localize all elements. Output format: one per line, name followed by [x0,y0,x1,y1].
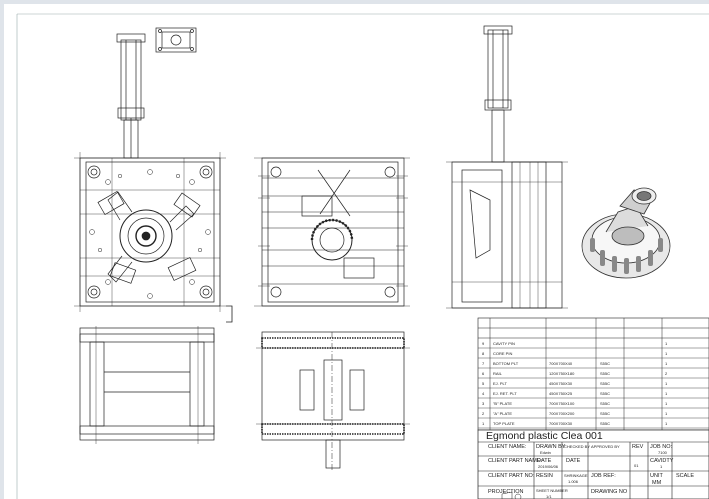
bom-cell-no: 8 [482,351,485,356]
bom-cell-no: 4 [482,391,485,396]
job-no-label: JOB NO: [650,444,672,450]
job-no-value: 7100 [658,450,668,455]
client-part-name-label: CLIENT PART NAME: [488,458,542,464]
drawn-by-label: DRAWN BY [536,444,566,450]
bom-cell-material: S55C [600,361,610,366]
projection-label: PROJECTION [488,489,523,495]
bom-cell-size: 700X700X30 [549,421,573,426]
sheet-number-value: 1/1 [546,494,552,499]
sheet-number-label: SHEET NUMBER [536,488,568,493]
bom-cell-material: S55C [600,391,610,396]
drawn-by-value: Edwin [540,450,551,455]
bom-cell-name: TOP PLATE [493,421,515,426]
bom-cell-qty: 1 [665,351,668,356]
bom-cell-no: 5 [482,381,485,386]
bom-cell-name: EJ. PLT [493,381,507,386]
bom-cell-no: 6 [482,371,485,376]
date-label-1: DATE [537,458,552,464]
bom-cell-qty: 1 [665,341,668,346]
bom-cell-name: "A" PLATE [493,411,512,416]
bom-cell-material: S55C [600,381,610,386]
bom-cell-name: RAIL [493,371,503,376]
date-value-1: 2019/06/06 [538,464,559,469]
cavity-label: CAVIDTY [650,458,674,464]
cavity-value: 1 [660,464,663,469]
title-block: Egmond plastic Clea 001 CLIENT NAME: DRA… [477,429,709,499]
checked-by-label: CHECKED BY [564,444,590,449]
section-view-middle [256,331,410,470]
bom-cell-material: S55C [600,421,610,426]
client-part-no-label: CLIENT PART NO: [488,473,535,479]
bom-cell-qty: 1 [665,421,668,426]
approved-by-label: APPROVED BY [591,444,620,449]
bom-cell-no: 9 [482,341,485,346]
scale-label: SCALE [676,473,694,479]
date-label-2: DATE [566,458,581,464]
bom-cell-qty: 1 [665,381,668,386]
part-3d-view [581,187,671,279]
bom-cell-material: S55C [600,371,610,376]
bom-cell-qty: 2 [665,371,668,376]
mold-cavity-view [254,157,410,307]
resin-label: RESIN [536,473,553,479]
client-name-label: CLIENT NAME: [488,444,527,450]
bom-cell-no: 7 [482,361,485,366]
bom-cell-size: 700X700X40 [549,361,573,366]
bom-cell-size: 450X750X25 [549,391,573,396]
bom-cell-name: CAVITY PIN [493,341,515,346]
rev-label: REV [632,444,644,450]
bom-cell-name: EJ. RET. PLT [493,391,517,396]
rev-value: 01 [634,463,639,468]
bom-cell-qty: 1 [665,391,668,396]
bom-cell-name: "B" PLATE [493,401,512,406]
mold-top-view [74,27,233,323]
bom-cell-qty: 1 [665,411,668,416]
bom-cell-size: 700X750X100 [549,401,575,406]
drawing-no-label: DRAWING NO [591,489,628,495]
job-ref-label: JOB REF: [591,473,616,479]
bom-cell-no: 1 [482,421,485,426]
shrinkage-label: SHRINKAGE [564,473,588,478]
bom-cell-qty: 1 [665,401,668,406]
bom-cell-size: 700X700X200 [549,411,575,416]
flange-detail [155,27,197,53]
bom-cell-no: 3 [482,401,485,406]
bom-cell-size: 120X750X180 [549,371,575,376]
bom-cell-qty: 1 [665,361,668,366]
unit-label: UNIT [650,473,663,479]
unit-value: MM [652,480,662,486]
bom-cell-material: S55C [600,401,610,406]
bom-table: 9 CAVITY PIN 1 8 CORE PIN 1 7 BOTTOM PLT 700X700… [477,317,709,431]
drawing-title: Egmond plastic Clea 001 [486,430,603,442]
bom-cell-name: CORE PIN [493,351,512,356]
bom-cell-no: 2 [482,411,485,416]
bom-cell-name: BOTTOM PLT [493,361,519,366]
shrinkage-value: 1.006 [568,479,579,484]
section-view-left [79,326,215,444]
bom-cell-size: 450X750X30 [549,381,573,386]
projection-symbol-icon [501,491,522,499]
mold-side-view [446,25,568,309]
bom-cell-material: S55C [600,411,610,416]
